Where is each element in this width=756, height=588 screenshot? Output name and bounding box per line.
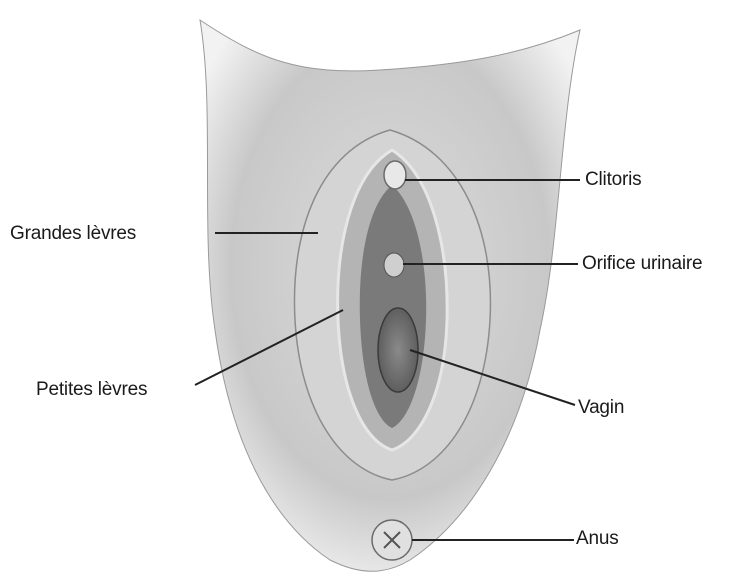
clitoris-shape bbox=[384, 161, 406, 189]
label-petites-levres: Petites lèvres bbox=[36, 380, 147, 399]
label-grandes-levres: Grandes lèvres bbox=[10, 224, 136, 243]
urethral-opening-shape bbox=[384, 253, 404, 277]
label-anus: Anus bbox=[576, 529, 619, 548]
label-orifice-urinaire: Orifice urinaire bbox=[582, 254, 702, 273]
label-clitoris: Clitoris bbox=[585, 170, 641, 189]
label-vagin: Vagin bbox=[578, 398, 624, 417]
